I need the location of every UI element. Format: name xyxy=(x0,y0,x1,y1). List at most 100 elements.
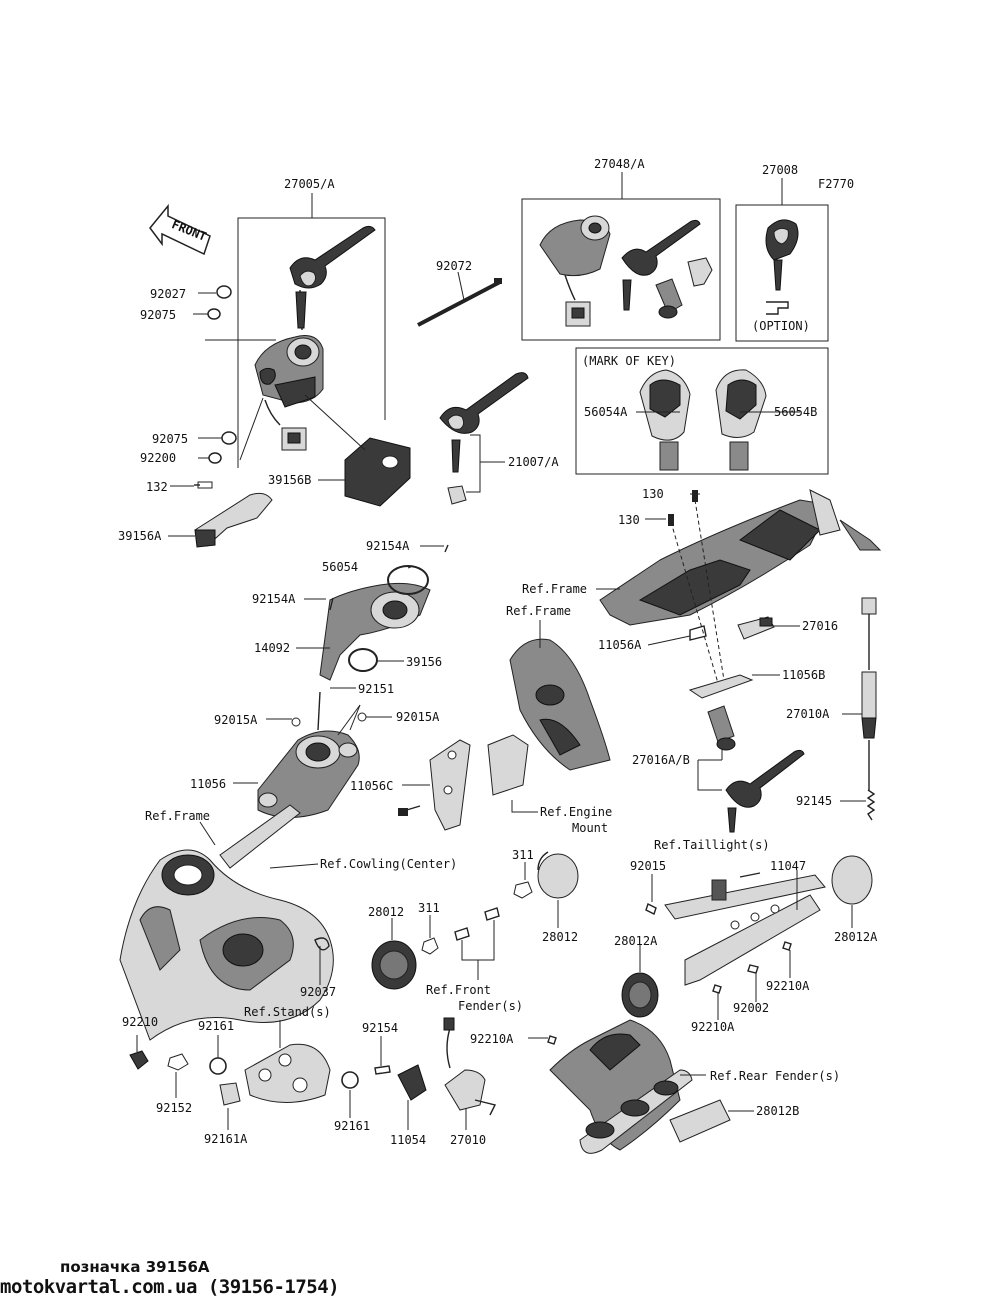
label-92210: 92210 xyxy=(122,1015,158,1029)
stand-bracket-icon xyxy=(244,1043,331,1103)
ignition-key-icon xyxy=(289,225,376,331)
cable-tie-92072-icon xyxy=(417,278,502,327)
front-arrow-icon: FRONT xyxy=(149,203,211,256)
switch-27016AB-icon xyxy=(707,705,805,833)
label-28012b: 28012 xyxy=(542,930,578,944)
switch-27016-icon xyxy=(737,616,775,640)
label-mark-of-key: (MARK OF KEY) xyxy=(582,354,676,368)
label-39156A: 39156A xyxy=(118,529,162,543)
grommet-28012a-icon xyxy=(371,940,417,990)
cap-39156B-icon xyxy=(344,437,411,507)
bracket-11047-icon xyxy=(664,872,826,986)
label-diagram-code: F2770 xyxy=(818,177,854,191)
bracket-11056-icon xyxy=(257,691,367,818)
label-56054B: 56054B xyxy=(774,405,817,419)
label-11056A: 11056A xyxy=(598,638,642,652)
key-head-56054A-icon xyxy=(639,369,691,471)
label-92152: 92152 xyxy=(156,1101,192,1115)
label-311b: 311 xyxy=(418,901,440,915)
grommet-28012-icon xyxy=(537,851,579,899)
frame-rear-icon xyxy=(599,489,882,626)
label-92200: 92200 xyxy=(140,451,176,465)
screw-132-icon xyxy=(194,481,213,489)
label-option: (OPTION) xyxy=(752,319,810,333)
label-92210A-a: 92210A xyxy=(766,979,810,993)
group-box-mark-of-key xyxy=(575,347,829,475)
label-92154A-b: 92154A xyxy=(252,592,296,606)
label-ref-stands: Ref.Stand(s) xyxy=(244,1005,331,1019)
washer-92075b-icon xyxy=(221,431,237,445)
label-92075b: 92075 xyxy=(152,432,188,446)
switch-11054-icon xyxy=(397,1064,427,1101)
label-11056: 11056 xyxy=(190,777,226,791)
label-ref-frame-1: Ref.Frame xyxy=(522,582,587,596)
plate-28012B-icon xyxy=(669,1099,731,1143)
label-92002: 92002 xyxy=(733,1001,769,1015)
lock-set-27048-icon xyxy=(539,215,713,327)
rear-fender-icon xyxy=(549,1019,693,1154)
label-92154: 92154 xyxy=(362,1021,398,1035)
washer-92027-icon xyxy=(216,285,232,299)
sensor-27010A-icon xyxy=(861,597,877,790)
bracket-11056A-icon xyxy=(689,625,707,641)
nut-311b-icon xyxy=(421,937,439,955)
label-92161A: 92161A xyxy=(204,1132,248,1146)
label-27016AB: 27016A/B xyxy=(632,753,690,767)
washer-92161a-icon xyxy=(209,1057,227,1075)
source-watermark: motokvartal.com.ua (39156-1754) xyxy=(0,1276,340,1298)
plate-11056C-icon xyxy=(398,734,529,831)
label-311a: 311 xyxy=(512,848,534,862)
label-ref-rear-fender: Ref.Rear Fender(s) xyxy=(710,1069,840,1083)
label-11047: 11047 xyxy=(770,859,806,873)
screw-92154-icon xyxy=(374,1065,391,1075)
key-head-56054B-icon xyxy=(715,369,767,471)
ignition-switch-body-icon xyxy=(254,335,324,408)
washer-92075-icon xyxy=(207,308,221,320)
label-ref-cowling: Ref.Cowling(Center) xyxy=(320,857,457,871)
label-27005A: 27005/A xyxy=(284,177,335,191)
nut-92152-icon xyxy=(167,1053,189,1071)
caption: позначка 39156A xyxy=(60,1258,210,1276)
label-14092: 14092 xyxy=(254,641,290,655)
label-92072: 92072 xyxy=(436,259,472,273)
label-132: 132 xyxy=(146,480,168,494)
label-92015A-a: 92015A xyxy=(214,713,258,727)
label-28012A-a: 28012A xyxy=(614,934,658,948)
grommet-28012A-a-icon xyxy=(831,855,873,905)
label-27010A: 27010A xyxy=(786,707,830,721)
key-21007-icon xyxy=(439,372,529,505)
washer-92161b-icon xyxy=(341,1071,359,1089)
label-28012B: 28012B xyxy=(756,1104,799,1118)
label-92027: 92027 xyxy=(150,287,186,301)
sidestand-switch-27010-icon xyxy=(443,1017,497,1116)
label-92015: 92015 xyxy=(630,859,666,873)
label-130a: 130 xyxy=(642,487,664,501)
label-92210A-b: 92210A xyxy=(691,1020,735,1034)
label-92151: 92151 xyxy=(358,682,394,696)
spring-92145-icon xyxy=(866,789,876,821)
cap-92210-icon xyxy=(129,1050,149,1070)
label-56054A: 56054A xyxy=(584,405,628,419)
label-92210A-c: 92210A xyxy=(470,1032,514,1046)
label-28012a: 28012 xyxy=(368,905,404,919)
label-ref-front-fender-2: Fender(s) xyxy=(458,999,523,1013)
frame-front-icon xyxy=(119,804,334,1041)
label-92075a: 92075 xyxy=(140,308,176,322)
label-27048A: 27048/A xyxy=(594,157,645,171)
label-39156B: 39156B xyxy=(268,473,311,487)
label-11054: 11054 xyxy=(390,1133,426,1147)
label-92037: 92037 xyxy=(300,985,336,999)
label-56054: 56054 xyxy=(322,560,358,574)
bracket-11056B-icon xyxy=(688,674,754,699)
washer-92200-icon xyxy=(208,452,222,464)
label-ref-taillight: Ref.Taillight(s) xyxy=(654,838,770,852)
label-92145: 92145 xyxy=(796,794,832,808)
group-box-27048 xyxy=(521,198,721,341)
label-ref-engine-mount-2: Mount xyxy=(572,821,608,835)
label-ref-frame-2: Ref.Frame xyxy=(506,604,571,618)
label-11056B: 11056B xyxy=(782,668,825,682)
label-ref-engine-mount-1: Ref.Engine xyxy=(540,805,612,819)
label-27008: 27008 xyxy=(762,163,798,177)
key-27008-icon xyxy=(765,219,799,315)
